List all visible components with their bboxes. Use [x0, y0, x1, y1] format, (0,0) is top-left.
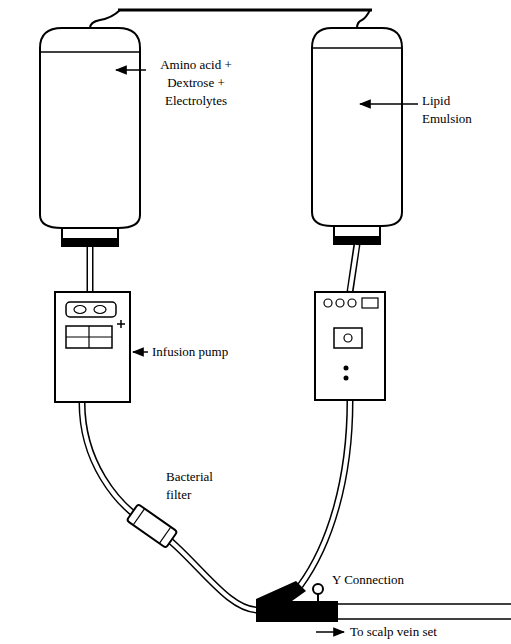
pump-light	[344, 366, 349, 371]
part-label: Bacterial filter	[166, 468, 228, 504]
bottle-cap	[62, 228, 118, 246]
leader-arrow	[360, 103, 418, 105]
bottle-cap	[334, 226, 380, 244]
pump-display	[334, 328, 362, 348]
liquid-level	[313, 47, 401, 49]
filter-line	[159, 527, 170, 543]
leader-arrow	[133, 351, 148, 353]
pump-light	[344, 376, 349, 381]
outlet-tube	[338, 603, 511, 605]
bacterial-filter	[127, 504, 178, 548]
infusion-pump	[55, 292, 130, 402]
filter-line	[133, 509, 144, 525]
tube	[82, 403, 258, 610]
hanger-bar	[118, 9, 372, 12]
flow-arrow	[316, 631, 344, 633]
liquid-level	[41, 51, 139, 53]
bottle-cap-band	[334, 236, 380, 244]
hanger-hook	[90, 10, 120, 28]
infusion-pump	[315, 292, 385, 400]
solution-label: Amino acid + Dextrose + Electrolytes	[150, 56, 242, 111]
tube	[350, 244, 357, 292]
pump-button-panel	[66, 302, 116, 317]
y-connector	[256, 581, 338, 622]
pump-button	[324, 299, 332, 307]
tube	[300, 401, 350, 586]
solution-label: Lipid Emulsion	[422, 92, 484, 128]
y-connector-clamp	[317, 594, 319, 601]
tube	[350, 245, 357, 291]
tube	[88, 247, 92, 291]
pump-plus-sign	[120, 320, 122, 328]
pump-dial	[344, 334, 352, 342]
tube	[87, 246, 94, 292]
bottle-cap-band	[62, 238, 118, 246]
pump-button	[348, 299, 356, 307]
outlet-tube	[338, 618, 511, 620]
pump-switch	[362, 298, 378, 308]
pump-display	[66, 326, 112, 348]
leader-arrow	[116, 69, 146, 71]
tube	[82, 402, 258, 610]
flow-label: To scalp vein set	[350, 623, 470, 641]
part-label: Infusion pump	[152, 343, 252, 361]
pump-button	[94, 306, 106, 314]
tube	[300, 400, 350, 586]
pump-display-line	[88, 326, 89, 348]
y-connector-clamp	[313, 584, 323, 594]
solution-bottle	[40, 28, 140, 228]
part-label: Y Connection	[332, 571, 422, 589]
pump-button	[74, 306, 86, 314]
pump-button	[336, 299, 344, 307]
hanger-hook	[357, 10, 370, 28]
lipid-bottle	[312, 28, 402, 226]
filter-body	[127, 504, 178, 548]
